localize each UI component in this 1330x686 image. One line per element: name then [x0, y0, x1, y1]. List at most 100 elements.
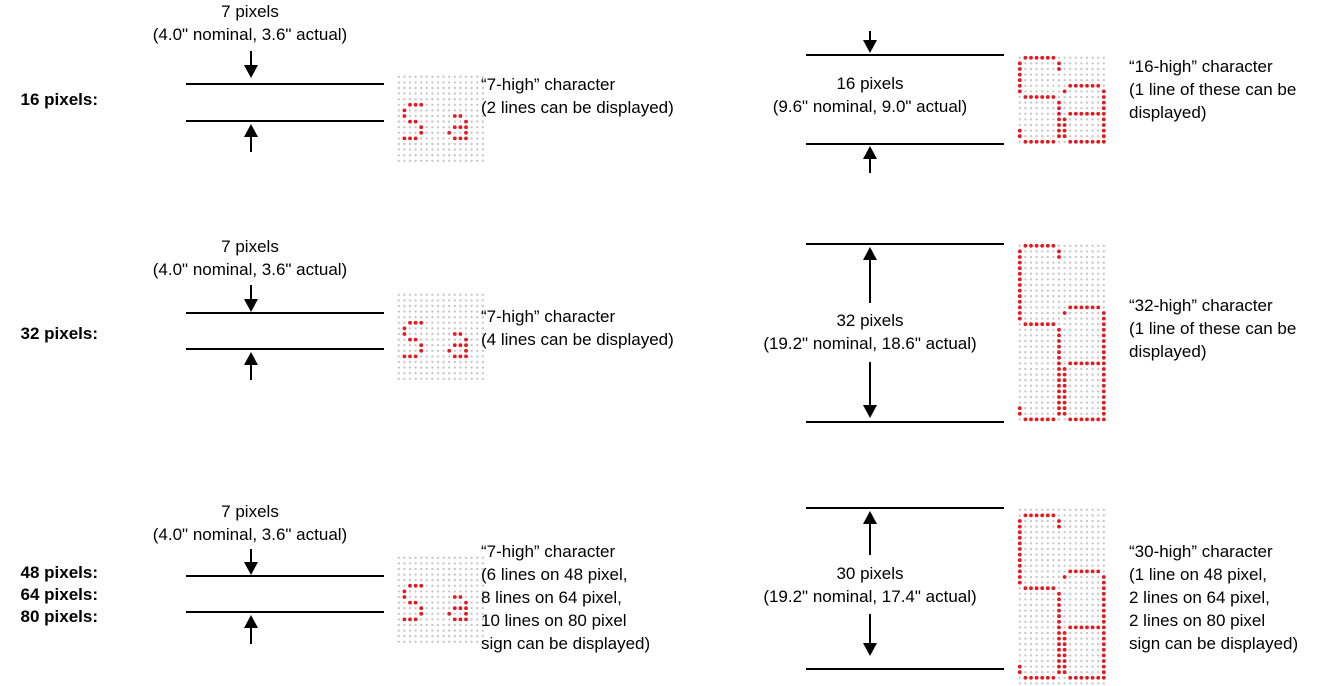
desc-line: 2 lines on 64 pixel, — [1129, 588, 1270, 607]
led-unlit — [1052, 345, 1055, 348]
led-lit — [408, 337, 412, 342]
led-unlit — [1024, 62, 1027, 65]
led-lit — [1017, 411, 1022, 416]
led-unlit — [476, 601, 479, 604]
dim-tick — [250, 51, 252, 65]
led-unlit — [397, 366, 400, 369]
led-unlit — [476, 607, 479, 610]
led-unlit — [408, 579, 412, 582]
led-unlit — [1035, 135, 1038, 138]
led-unlit — [1018, 626, 1021, 629]
led-unlit — [431, 344, 434, 347]
led-lit — [1045, 513, 1050, 518]
led-lit — [1051, 417, 1056, 422]
led-unlit — [448, 372, 451, 375]
led-lit — [1057, 327, 1061, 332]
led-unlit — [448, 120, 451, 123]
led-lit — [458, 354, 463, 359]
led-lit — [1051, 243, 1056, 248]
led-unlit — [1074, 508, 1077, 511]
led-unlit — [1091, 536, 1094, 539]
led-unlit — [448, 607, 451, 610]
led-unlit — [1035, 267, 1038, 270]
led-unlit — [1024, 626, 1027, 629]
led-unlit — [1074, 671, 1077, 674]
led-unlit — [1097, 659, 1100, 663]
led-unlit — [453, 338, 456, 341]
led-unlit — [453, 103, 456, 106]
led-unlit — [1085, 620, 1089, 623]
led-unlit — [1080, 135, 1083, 138]
led-unlit — [420, 316, 423, 319]
led-unlit — [1029, 250, 1033, 253]
led-lit — [1023, 586, 1028, 591]
led-lit — [1057, 350, 1061, 355]
led-unlit — [1085, 631, 1089, 635]
led-unlit — [414, 86, 417, 90]
led-lit — [1057, 614, 1061, 619]
led-unlit — [1041, 379, 1044, 382]
led-unlit — [1052, 542, 1055, 545]
led-lit — [464, 343, 468, 348]
led-unlit — [420, 159, 423, 162]
led-unlit — [1085, 592, 1089, 595]
led-unlit — [431, 304, 434, 308]
led-unlit — [431, 601, 434, 604]
led-unlit — [1091, 328, 1094, 331]
led-unlit — [1080, 514, 1083, 517]
led-unlit — [470, 142, 473, 146]
led-unlit — [1041, 118, 1044, 121]
led-lit — [1017, 575, 1022, 579]
led-unlit — [1063, 514, 1066, 517]
led-unlit — [1041, 626, 1044, 629]
led-unlit — [1097, 547, 1100, 551]
arrow-up-icon — [863, 247, 877, 260]
led-unlit — [459, 349, 462, 352]
led-lit — [1057, 134, 1061, 139]
led-lit — [464, 600, 468, 605]
led-unlit — [470, 321, 473, 324]
led-unlit — [1041, 654, 1044, 657]
led-unlit — [420, 120, 423, 123]
led-unlit — [470, 366, 473, 369]
led-unlit — [1029, 118, 1033, 121]
led-unlit — [1035, 559, 1038, 562]
led-unlit — [1085, 317, 1089, 320]
led-unlit — [1046, 373, 1049, 376]
led-unlit — [1069, 267, 1072, 270]
led-lit — [1062, 636, 1067, 641]
led-unlit — [1024, 671, 1027, 674]
led-unlit — [1091, 648, 1094, 651]
led-unlit — [476, 332, 479, 336]
led-unlit — [459, 327, 462, 330]
led-unlit — [481, 299, 484, 302]
row-label-line: 80 pixels: — [20, 607, 99, 626]
led-lit — [1062, 117, 1067, 122]
led-unlit — [464, 299, 468, 302]
led-unlit — [481, 114, 484, 118]
led-lit — [458, 332, 463, 336]
led-unlit — [436, 321, 440, 324]
led-unlit — [425, 349, 428, 352]
led-unlit — [1069, 598, 1072, 601]
led-unlit — [1091, 339, 1094, 343]
led-unlit — [1035, 289, 1038, 292]
led-unlit — [448, 321, 451, 324]
led-unlit — [476, 618, 479, 621]
led-unlit — [470, 567, 473, 571]
led-lit — [1062, 659, 1067, 663]
led-lit — [1057, 608, 1061, 613]
led-unlit — [1074, 401, 1077, 404]
led-unlit — [481, 590, 484, 593]
led-lit — [1017, 541, 1022, 546]
led-unlit — [425, 640, 428, 643]
led-unlit — [481, 567, 484, 571]
led-unlit — [1091, 67, 1094, 71]
led-unlit — [397, 562, 400, 565]
led-unlit — [448, 338, 451, 341]
led-unlit — [408, 623, 412, 627]
led-unlit — [1069, 373, 1072, 376]
led-unlit — [448, 332, 451, 336]
baseline-bottom — [806, 143, 1004, 145]
led-unlit — [476, 640, 479, 643]
